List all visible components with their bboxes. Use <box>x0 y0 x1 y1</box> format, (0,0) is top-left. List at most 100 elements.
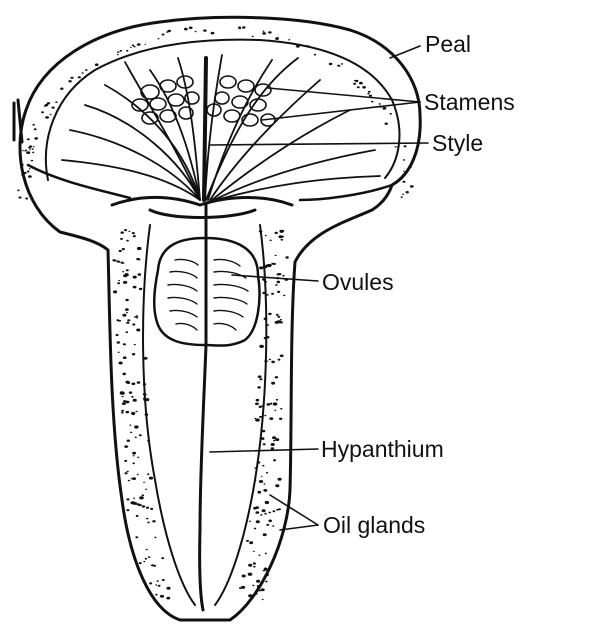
oil-gland-dot <box>17 190 19 192</box>
oil-gland-dot <box>158 38 160 39</box>
oil-gland-dot <box>150 508 153 510</box>
oil-gland-dot <box>25 198 28 200</box>
oil-gland-dot <box>264 318 268 321</box>
oil-gland-dot <box>275 376 278 378</box>
oil-gland-dot <box>403 171 405 172</box>
oil-gland-dot <box>278 359 281 361</box>
oil-gland-dot <box>369 95 372 97</box>
stamen-filaments <box>62 55 380 200</box>
oil-gland-dot <box>271 361 275 364</box>
oil-gland-dot <box>34 128 37 130</box>
oil-gland-dot <box>136 515 139 517</box>
oil-gland-dot <box>155 594 157 596</box>
oil-gland-dot <box>21 164 24 166</box>
oil-gland-dot <box>127 498 130 500</box>
oil-gland-dot <box>241 586 245 589</box>
oil-gland-dot <box>158 585 161 587</box>
oil-gland-dot <box>139 562 142 564</box>
oil-gland-dot <box>126 381 130 384</box>
oil-gland-dot <box>121 410 124 412</box>
oil-gland-dot <box>264 513 266 515</box>
oil-gland-dot <box>265 581 268 583</box>
oil-gland-dot <box>124 229 127 231</box>
oil-gland-dot <box>137 247 142 250</box>
oil-gland-dot <box>132 44 134 46</box>
oil-gland-dot <box>124 472 127 474</box>
oil-gland-dot <box>268 31 272 33</box>
oil-gland-dot <box>120 50 123 52</box>
oil-gland-dot <box>255 403 259 406</box>
oil-gland-dot <box>125 308 129 311</box>
oil-gland-dot <box>149 582 152 584</box>
oil-gland-dot <box>259 230 263 232</box>
oil-gland-dot <box>353 83 356 85</box>
oil-gland-dot <box>368 91 371 93</box>
oil-gland-dot <box>357 86 360 88</box>
oil-gland-dot <box>130 47 132 48</box>
oil-gland-dot <box>139 288 143 290</box>
oil-gland-dot <box>395 146 397 147</box>
oil-gland-dot <box>127 319 130 321</box>
oil-gland-dot <box>126 411 130 413</box>
oil-gland-dot <box>203 29 206 31</box>
oil-gland-dot <box>125 401 129 404</box>
oil-gland-dot <box>142 494 145 496</box>
oil-gland-dot <box>60 88 63 90</box>
oil-gland-dot <box>253 507 257 510</box>
oil-gland-dot <box>264 281 267 283</box>
oil-gland-dot <box>139 434 142 436</box>
oil-gland-dot <box>55 101 57 103</box>
oil-gland-dot <box>269 40 271 41</box>
oil-gland-dot <box>145 489 147 490</box>
oil-gland-dot <box>254 418 256 419</box>
oil-gland-dot <box>78 76 81 78</box>
oil-gland-dot <box>149 477 153 480</box>
oil-gland-dot <box>262 509 266 512</box>
oil-gland-dot <box>277 291 280 293</box>
leader-peal <box>390 46 420 58</box>
oil-gland-dot <box>275 284 278 286</box>
oil-gland-dot <box>259 378 262 380</box>
oil-gland-dot <box>263 443 266 445</box>
oil-gland-dot <box>263 265 267 268</box>
oil-gland-dot <box>277 316 280 318</box>
oil-gland-dot <box>288 39 290 40</box>
oil-gland-dot <box>29 168 31 169</box>
oil-gland-dot <box>261 476 263 477</box>
oil-gland-dot <box>123 343 126 345</box>
oil-gland-dot <box>145 558 147 560</box>
oil-gland-dot <box>126 331 129 333</box>
oil-gland-dot <box>153 565 156 567</box>
oil-gland-dot <box>280 355 284 358</box>
oil-gland-dot <box>242 575 246 578</box>
oil-gland-dot <box>145 398 149 401</box>
oil-gland-dot <box>254 528 256 530</box>
oil-gland-dot <box>404 145 407 147</box>
oil-gland-dot <box>137 474 139 475</box>
oil-gland-dot <box>50 114 52 115</box>
oil-gland-dot <box>248 594 253 597</box>
oil-gland-dot <box>124 460 127 462</box>
oil-gland-dot <box>303 45 305 46</box>
oil-gland-dot <box>32 124 35 126</box>
oil-gland-dot <box>275 484 279 487</box>
oil-gland-dot <box>280 319 282 321</box>
oil-gland-dot <box>133 399 137 402</box>
cap-left-side-band <box>14 100 22 142</box>
oil-gland-dot <box>70 77 73 79</box>
oil-gland-dot <box>406 191 409 193</box>
oil-gland-dot <box>271 447 275 449</box>
oil-gland-dot <box>279 418 282 420</box>
oil-gland-dot <box>258 555 260 556</box>
oil-gland-dot <box>132 462 135 464</box>
oil-gland-dot <box>272 436 276 439</box>
oil-gland-dot <box>329 63 333 65</box>
label-ovules: Ovules <box>322 269 394 295</box>
oil-gland-dot <box>272 264 274 265</box>
oil-gland-dot <box>162 596 164 598</box>
central-axis <box>200 205 206 610</box>
oil-gland-dot <box>256 399 260 402</box>
oil-gland-dot <box>266 294 269 296</box>
oil-gland-dot <box>277 281 281 284</box>
oil-gland-dot <box>257 491 261 494</box>
